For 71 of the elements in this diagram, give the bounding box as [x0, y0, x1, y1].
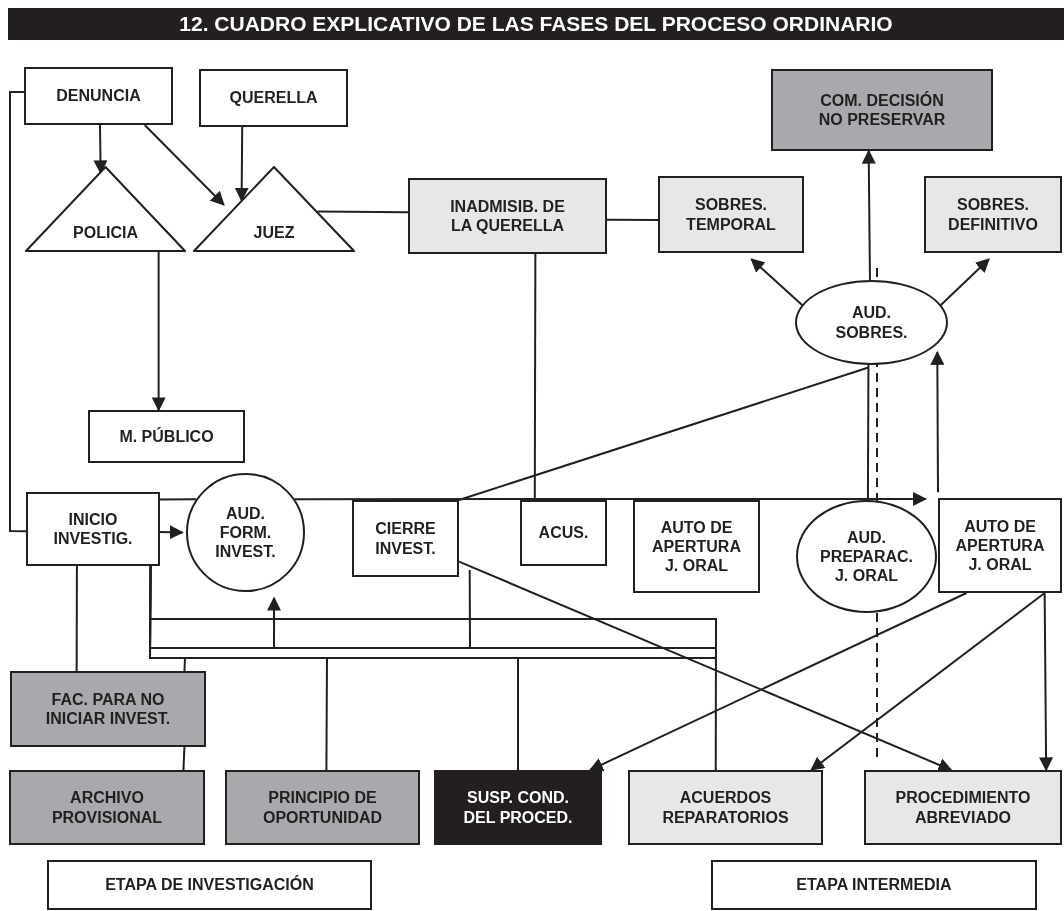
process-box	[628, 770, 823, 845]
arrow	[151, 251, 166, 412]
connector-line	[149, 565, 717, 771]
ellipse-node	[796, 500, 937, 613]
connector-line	[159, 498, 198, 501]
node-label: JUEZ	[253, 222, 295, 242]
arrow	[293, 491, 927, 506]
node-label: SOBRES. DEFINITIVO	[947, 195, 1039, 234]
node-label: COM. DECISIÓN NO PRESERVAR	[817, 90, 947, 130]
process-box	[26, 492, 160, 566]
process-box	[658, 176, 804, 253]
process-box	[352, 500, 459, 577]
arrow	[267, 569, 471, 649]
process-box	[864, 770, 1062, 845]
arrow	[939, 258, 990, 307]
process-box	[88, 410, 245, 463]
process-box	[408, 178, 607, 254]
connector-line	[316, 210, 409, 214]
process-box	[938, 498, 1062, 593]
process-box	[24, 67, 173, 125]
arrow	[159, 525, 184, 540]
node-label: CIERRE INVEST.	[374, 519, 437, 558]
title-banner: 12. CUADRO EXPLICATIVO DE LAS FASES DEL PROCESO ORDINARIO	[8, 8, 1064, 40]
arrow	[588, 592, 968, 771]
node-label: AUD. FORM. INVEST.	[214, 503, 277, 562]
node-label: INADMISIB. DE LA QUERELLA	[449, 196, 566, 236]
connector-line	[866, 364, 870, 501]
node-label: DENUNCIA	[56, 86, 141, 106]
arrow	[930, 350, 945, 494]
process-box	[434, 770, 602, 845]
process-box	[10, 671, 206, 747]
process-box	[633, 500, 760, 593]
node-label: AUTO DE APERTURA J. ORAL	[954, 516, 1046, 575]
node-label: AUD. PREPARAC. J. ORAL	[818, 527, 914, 586]
arrow	[810, 592, 1046, 771]
arrow	[458, 560, 953, 772]
connector-line	[75, 565, 78, 672]
connector-line	[182, 746, 186, 771]
node-label: QUERELLA	[229, 88, 318, 108]
node-label: ETAPA INTERMEDIA	[796, 875, 952, 895]
arrow	[234, 126, 249, 202]
node-label: ETAPA DE INVESTIGACIÓN	[105, 875, 314, 895]
node-label: INICIO INVESTIG.	[52, 509, 134, 549]
node-label: POLICIA	[73, 222, 138, 242]
process-box	[711, 860, 1037, 910]
connector-line	[9, 90, 27, 533]
arrow	[861, 149, 876, 281]
process-box	[924, 176, 1062, 253]
process-box	[47, 860, 372, 910]
node-label: M. PÚBLICO	[119, 426, 214, 447]
process-box	[199, 69, 348, 127]
node-label: ACUERDOS REPARATORIOS	[661, 788, 790, 827]
node-label: FAC. PARA NO INICIAR INVEST.	[44, 689, 172, 729]
node-label: AUTO DE APERTURA J. ORAL	[651, 517, 742, 576]
connector-line	[533, 253, 537, 501]
connector-line	[458, 366, 870, 501]
arrow	[1039, 592, 1054, 772]
process-box	[225, 770, 420, 845]
arrow	[750, 258, 804, 307]
node-label: ACUS.	[538, 523, 589, 543]
node-label: SUSP. COND. DEL PROCED.	[462, 788, 574, 827]
connector-line	[606, 218, 659, 221]
process-box	[520, 500, 607, 566]
process-box	[9, 770, 205, 845]
node-label: PROCEDIMIENTO ABREVIADO	[894, 788, 1032, 827]
node-label: SOBRES. TEMPORAL	[685, 195, 777, 234]
arrow	[143, 124, 225, 206]
node-label: PRINCIPIO DE OPORTUNIDAD	[261, 788, 384, 827]
node-label: ARCHIVO PROVISIONAL	[50, 788, 164, 827]
node-label: AUD. SOBRES.	[834, 303, 909, 342]
process-box	[771, 69, 993, 151]
